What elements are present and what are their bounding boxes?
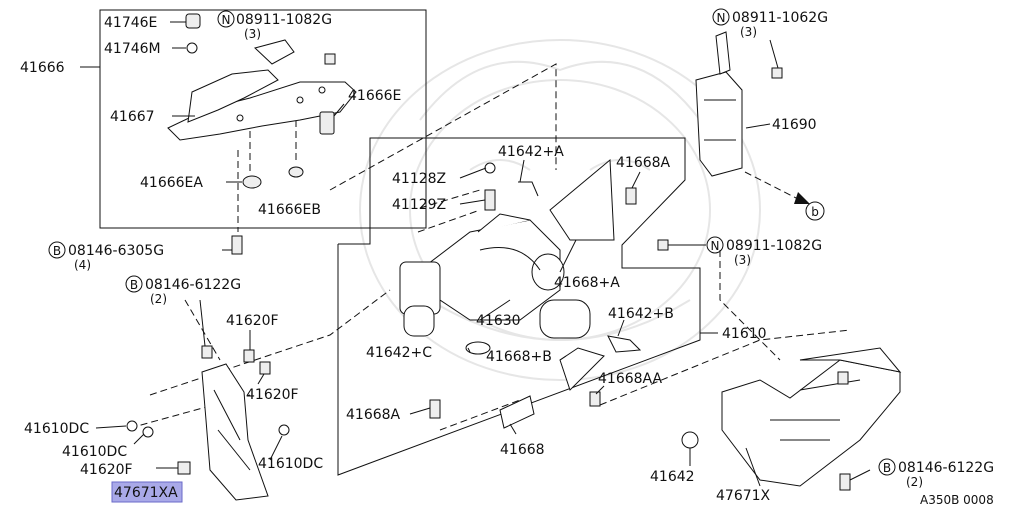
clamp-41642A-icon <box>518 181 539 197</box>
label-41620F-1: 41620F <box>226 313 279 329</box>
nut-icon <box>657 239 669 251</box>
label-41746E: 41746E <box>104 15 157 31</box>
bracket-41668A-icon <box>549 158 615 241</box>
nut-icon <box>771 67 783 79</box>
bolt-icon <box>429 399 441 419</box>
symbol-b-text: B <box>130 278 138 292</box>
ref-b-text: b <box>811 205 819 219</box>
label-nut-qty: (3) <box>740 25 757 39</box>
highlight-47671XA <box>111 481 183 503</box>
grommet-41666EB-icon <box>288 166 304 178</box>
diagram-code: A350B 0008 <box>920 493 994 507</box>
undercover-47671X <box>721 347 902 487</box>
symbol-n-text: N <box>222 13 231 27</box>
label-41668PlusA: 41668+A <box>554 275 620 291</box>
bolt-icon <box>201 345 213 359</box>
symbol-b-2: B <box>125 275 143 293</box>
symbol-n-2: N <box>712 8 730 26</box>
watermark <box>359 39 761 381</box>
symbol-b-3: B <box>878 458 896 476</box>
label-bolt-08146-6305G: 08146-6305G <box>68 243 164 259</box>
stud-41666E-icon <box>319 111 335 135</box>
unit-41630 <box>399 213 591 339</box>
label-41642A: 41642+A <box>498 144 564 160</box>
label-41668: 41668 <box>500 442 545 458</box>
screw-icon <box>126 420 138 432</box>
clamp-41642B-icon <box>607 335 642 353</box>
clip-41620F-icon <box>177 461 191 475</box>
label-nut-08911-1082G: 08911-1082G <box>236 12 332 28</box>
screw-icon <box>142 426 154 438</box>
assembly-box-41666 <box>99 9 427 229</box>
label-41667: 41667 <box>110 109 155 125</box>
label-41746M: 41746M <box>104 41 161 57</box>
clip-41746M-icon <box>186 42 198 54</box>
grommet-41746E-icon <box>185 13 201 29</box>
label-41666E: 41666E <box>348 88 401 104</box>
label-41642C: 41642+C <box>366 345 432 361</box>
label-41642: 41642 <box>650 469 695 485</box>
clamp-41642C-icon <box>465 341 491 355</box>
label-41690: 41690 <box>772 117 817 133</box>
bolt-icon <box>839 473 851 491</box>
label-41129Z: 41129Z <box>392 197 446 213</box>
label-nut-qty: (3) <box>244 27 261 41</box>
bolt-icon <box>589 391 601 407</box>
label-41610DC-3: 41610DC <box>258 456 323 472</box>
label-41666EB: 41666EB <box>258 202 321 218</box>
symbol-n-1: N <box>217 10 235 28</box>
label-41610: 41610 <box>722 326 767 342</box>
label-41666EA: 41666EA <box>140 175 203 191</box>
clip-icon <box>837 371 849 385</box>
symbol-n-text: N <box>711 239 720 253</box>
label-41668A-top: 41668A <box>616 155 671 171</box>
label-bolt-qty: (2) <box>906 475 923 489</box>
label-41668AA: 41668AA <box>598 371 663 387</box>
label-41630: 41630 <box>476 313 521 329</box>
screw-icon <box>278 424 290 436</box>
symbol-b-text: B <box>883 461 891 475</box>
label-47671X: 47671X <box>716 488 771 504</box>
grommet-41128Z-icon <box>484 162 496 174</box>
bracket-41668B-icon <box>559 347 605 391</box>
symbol-n-text: N <box>717 11 726 25</box>
bolt-icon <box>231 235 243 255</box>
label-bolt-08146-6122G-2: 08146-6122G <box>898 460 994 476</box>
nut-icon <box>324 53 336 65</box>
label-41128Z: 41128Z <box>392 171 446 187</box>
label-47671XA: 47671XA <box>114 485 178 501</box>
label-41668A-bottom: 41668A <box>346 407 401 423</box>
clip-41642-icon <box>681 431 699 449</box>
label-41620F-3: 41620F <box>80 462 133 478</box>
bracket-41666 <box>167 39 357 141</box>
symbol-n-3: N <box>706 236 724 254</box>
grommet-41666EA-icon <box>242 175 262 189</box>
bracket-41690 <box>695 31 743 177</box>
label-nut-08911-1082G-2: 08911-1082G <box>726 238 822 254</box>
clip-41620F-icon <box>259 361 271 375</box>
label-nut-qty: (3) <box>734 253 751 267</box>
label-41668B: 41668+B <box>486 349 552 365</box>
label-41610DC-2: 41610DC <box>62 444 127 460</box>
clip-41620F-icon <box>243 349 255 363</box>
label-41666: 41666 <box>20 60 65 76</box>
label-41642B: 41642+B <box>608 306 674 322</box>
label-bolt-qty: (2) <box>150 292 167 306</box>
label-nut-08911-1062G: 08911-1062G <box>732 10 828 26</box>
label-bolt-qty: (4) <box>74 258 91 272</box>
symbol-b-text: B <box>53 244 61 258</box>
label-41620F-2: 41620F <box>246 387 299 403</box>
bracket-41668-icon <box>499 395 535 429</box>
bolt-icon <box>625 187 637 205</box>
symbol-b-1: B <box>48 241 66 259</box>
label-bolt-08146-6122G: 08146-6122G <box>145 277 241 293</box>
label-41610DC-1: 41610DC <box>24 421 89 437</box>
ref-b-marker: b <box>805 201 825 221</box>
bolt-41129Z-icon <box>484 189 496 211</box>
shield-47671XA <box>201 363 269 501</box>
